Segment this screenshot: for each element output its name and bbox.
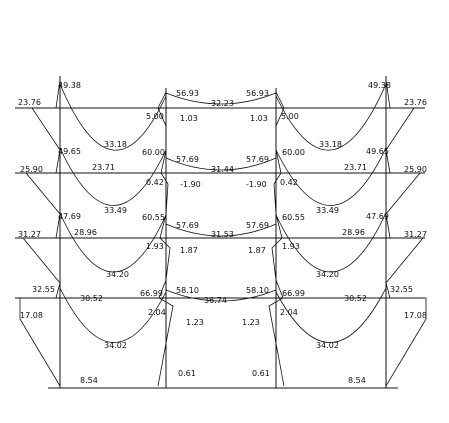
moment-label: 32.55	[32, 285, 55, 294]
moment-label: 0.42	[280, 178, 298, 187]
moment-label: 23.76	[18, 98, 41, 107]
moment-line-left	[19, 79, 61, 387]
moment-label: 23.76	[404, 98, 427, 107]
moment-curve	[165, 223, 277, 237]
moment-label: 49.65	[366, 147, 389, 156]
moment-curve	[59, 212, 167, 273]
moment-value-labels: 49.38 56.93 56.93 49.38 23.76 5.00 32.23…	[18, 81, 427, 385]
moment-label: 34.02	[316, 341, 339, 350]
moment-label: 1.93	[282, 242, 300, 251]
moment-label: 49.65	[58, 147, 81, 156]
moment-label: 34.20	[316, 270, 339, 279]
moment-label: 30.52	[344, 294, 367, 303]
moment-label: 60.55	[142, 213, 165, 222]
moment-label: 47.69	[58, 212, 81, 221]
column-moment-lines	[19, 79, 427, 387]
moment-label: 31.44	[211, 165, 234, 174]
moment-label: 31.27	[18, 230, 41, 239]
moment-label: 1.23	[186, 318, 204, 327]
moment-label: 60.00	[142, 148, 165, 157]
moment-label: 2.04	[148, 308, 166, 317]
moment-label: 25.90	[20, 165, 43, 174]
moment-label: 33.18	[104, 140, 127, 149]
moment-label: 58.10	[176, 286, 199, 295]
moment-label: 0.42	[146, 178, 164, 187]
moment-label: 28.96	[342, 228, 365, 237]
moment-curve	[275, 287, 387, 343]
moment-label: 66.99	[282, 289, 305, 298]
moment-curve	[165, 92, 277, 105]
moment-curve	[165, 157, 277, 171]
moment-label: 49.38	[368, 81, 391, 90]
beam-moment-curves	[59, 83, 387, 343]
moment-label: 33.18	[319, 140, 342, 149]
moment-label: -1.90	[246, 180, 267, 189]
moment-curve	[59, 147, 167, 206]
moment-line-col3	[268, 91, 285, 387]
moment-label: 8.54	[348, 376, 366, 385]
moment-label: 57.69	[246, 155, 269, 164]
moment-label: 32.23	[211, 99, 234, 108]
moment-label: 0.61	[178, 369, 196, 378]
moment-label: 57.69	[246, 221, 269, 230]
moment-label: 47.69	[366, 212, 389, 221]
moment-curve	[59, 287, 167, 343]
moment-label: 1.87	[248, 246, 266, 255]
moment-label: 0.61	[252, 369, 270, 378]
moment-label: 57.69	[176, 155, 199, 164]
moment-label: 49.38	[58, 81, 81, 90]
moment-label: 1.03	[250, 114, 268, 123]
moment-label: 30.52	[80, 294, 103, 303]
moment-label: 32.55	[390, 285, 413, 294]
moment-line-right	[385, 79, 427, 387]
moment-curve	[59, 83, 167, 151]
moment-label: 1.87	[180, 246, 198, 255]
moment-curve	[165, 289, 277, 302]
moment-label: 2.04	[280, 308, 298, 317]
moment-label: 58.10	[246, 286, 269, 295]
moment-label: 31.53	[211, 230, 234, 239]
moment-label: 25.90	[404, 165, 427, 174]
moment-label: 60.55	[282, 213, 305, 222]
moment-label: 1.03	[180, 114, 198, 123]
moment-label: 1.23	[242, 318, 260, 327]
moment-line-col2	[157, 91, 174, 387]
moment-label: 5.00	[146, 112, 164, 121]
moment-label: 31.27	[404, 230, 427, 239]
moment-label: 17.08	[20, 311, 43, 320]
moment-label: 23.71	[344, 163, 367, 172]
moment-label: 56.93	[176, 89, 199, 98]
moment-label: 5.00	[281, 112, 299, 121]
moment-label: 1.93	[146, 242, 164, 251]
moment-label: 57.69	[176, 221, 199, 230]
moment-label: 28.96	[74, 228, 97, 237]
moment-label: 33.49	[316, 206, 339, 215]
moment-label: 23.71	[92, 163, 115, 172]
moment-label: 17.08	[404, 311, 427, 320]
moment-label: 34.20	[106, 270, 129, 279]
moment-label: 66.99	[140, 289, 163, 298]
moment-label: 60.00	[282, 148, 305, 157]
moment-curve	[275, 83, 387, 151]
moment-label: 56.93	[246, 89, 269, 98]
moment-label: 34.02	[104, 341, 127, 350]
moment-label: -1.90	[180, 180, 201, 189]
moment-curve	[275, 147, 387, 206]
moment-label: 36.74	[204, 296, 227, 305]
moment-curve	[275, 212, 387, 273]
moment-label: 33.49	[104, 206, 127, 215]
moment-label: 8.54	[80, 376, 98, 385]
